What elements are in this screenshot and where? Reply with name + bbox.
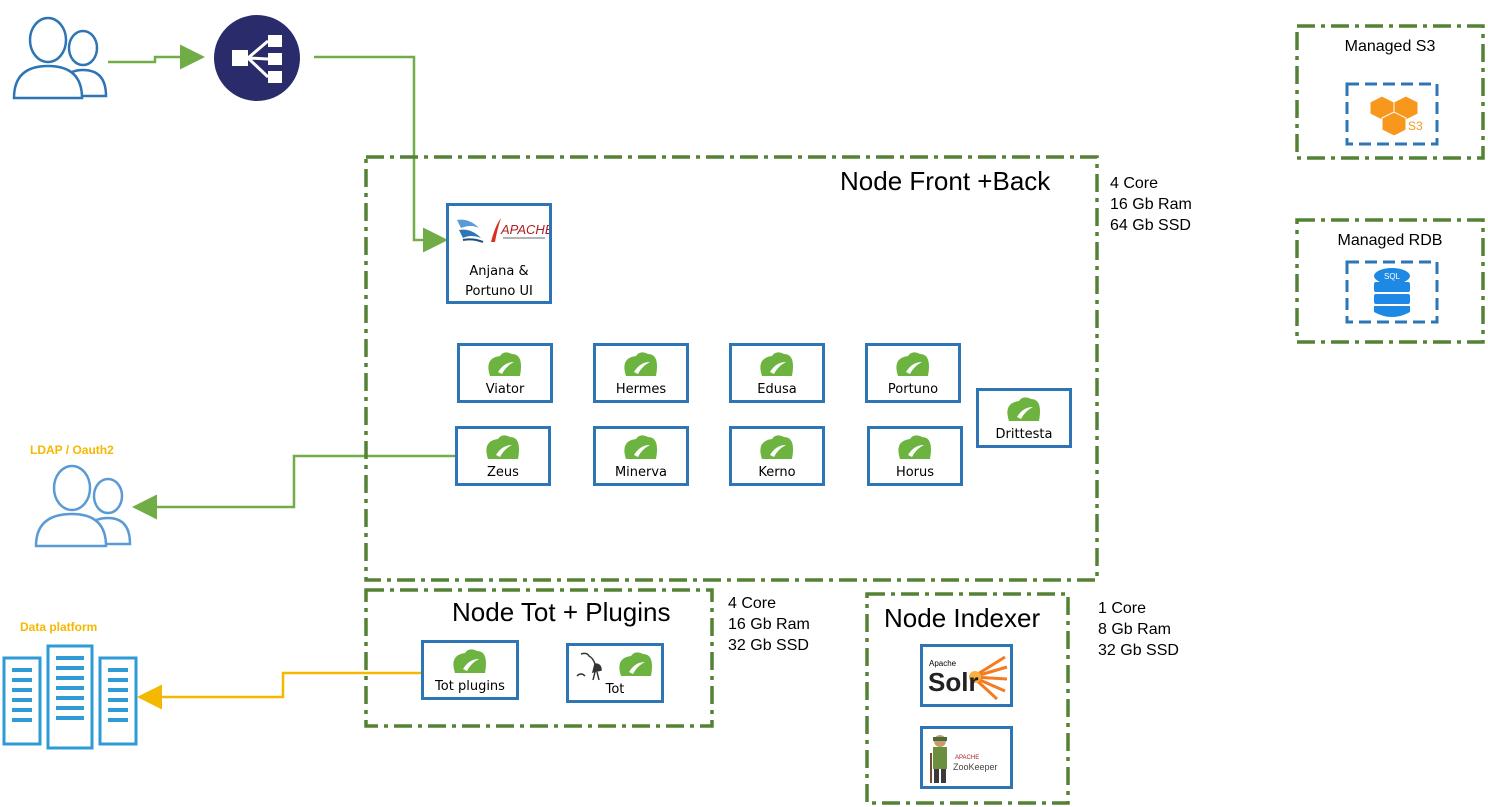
- service-label: Horus: [895, 465, 935, 480]
- spring-leaf-icon: [624, 435, 657, 459]
- node-front-back-spec: 4 Core 16 Gb Ram 64 Gb SSD: [1110, 173, 1192, 236]
- spec-core: 4 Core: [1110, 175, 1159, 192]
- apache-logo-icon: APACHE: [491, 218, 549, 242]
- solr-small-label: Apache: [929, 659, 957, 668]
- service-label: Minerva: [614, 465, 668, 480]
- apache-logo-text: APACHE: [500, 222, 549, 237]
- sql-database-icon: SQL: [1374, 268, 1410, 317]
- service-label: Tot: [605, 682, 625, 697]
- node-front-back-title: Node Front +Back: [840, 166, 1051, 196]
- spec-ssd: 32 Gb SSD: [1098, 642, 1179, 659]
- service-label: Tot plugins: [435, 679, 505, 694]
- solr-sun-icon: [969, 655, 1008, 701]
- zookeeper-keeper-icon: [930, 735, 947, 783]
- service-label: Kerno: [758, 465, 796, 480]
- ldap-users-icon: [34, 464, 132, 548]
- spec-ram: 16 Gb Ram: [1110, 196, 1192, 213]
- managed-s3-title: Managed S3: [1344, 38, 1436, 55]
- service-kerno[interactable]: Kerno: [729, 426, 825, 486]
- node-indexer-box: [865, 592, 1070, 805]
- s3-badge-text: S3: [1408, 119, 1423, 133]
- zookeeper-box[interactable]: APACHE ZooKeeper: [920, 726, 1013, 789]
- zookeeper-label: ZooKeeper: [953, 762, 998, 772]
- service-drittesta[interactable]: Drittesta: [976, 388, 1072, 448]
- service-label: Drittesta: [995, 427, 1053, 442]
- lb-to-ui-connector: [314, 55, 448, 253]
- data-platform-servers-icon: [2, 644, 138, 750]
- ui-box[interactable]: APACHE Anjana & Portuno UI: [446, 203, 552, 304]
- service-edusa[interactable]: Edusa: [729, 343, 825, 403]
- ui-label-line1: Anjana &: [469, 264, 529, 279]
- spec-core: 4 Core: [728, 595, 777, 612]
- managed-rdb-box: [1295, 218, 1485, 344]
- rdb-inner-box: [1345, 260, 1439, 324]
- users-to-lb-connector: [108, 44, 205, 70]
- service-tot[interactable]: Tot: [566, 643, 664, 703]
- zookeeper-small-label: APACHE: [955, 755, 980, 761]
- service-portuno[interactable]: Portuno: [865, 343, 961, 403]
- spring-leaf-icon: [1007, 397, 1040, 421]
- service-minerva[interactable]: Minerva: [593, 426, 689, 486]
- service-label: Portuno: [887, 382, 939, 397]
- spring-leaf-icon: [760, 435, 793, 459]
- load-balancer-icon: [214, 15, 300, 101]
- managed-rdb-title: Managed RDB: [1337, 232, 1443, 249]
- node-indexer-spec: 1 Core 8 Gb Ram 32 Gb SSD: [1098, 598, 1179, 661]
- service-horus[interactable]: Horus: [867, 426, 963, 486]
- users-icon: [12, 16, 108, 100]
- data-platform-label: Data platform: [20, 620, 98, 634]
- spring-leaf-icon: [488, 352, 521, 376]
- ldap-label: LDAP / Oauth2: [30, 443, 114, 457]
- managed-s3-box: [1295, 24, 1485, 160]
- spec-ssd: 64 Gb SSD: [1110, 217, 1191, 234]
- spec-ram: 16 Gb Ram: [728, 616, 810, 633]
- ui-label-line2: Portuno UI: [465, 284, 533, 299]
- service-label: Viator: [485, 382, 525, 397]
- ibis-icon: [576, 652, 602, 681]
- spring-leaf-icon: [896, 352, 929, 376]
- sql-badge-text: SQL: [1384, 272, 1401, 281]
- node-indexer-title: Node Indexer: [884, 603, 1041, 633]
- service-label: Hermes: [615, 382, 667, 397]
- node-front-back-box: [364, 155, 1099, 582]
- service-viator[interactable]: Viator: [457, 343, 553, 403]
- service-hermes[interactable]: Hermes: [593, 343, 689, 403]
- spring-leaf-icon: [619, 652, 652, 676]
- ui-box-label: Anjana & Portuno UI: [449, 262, 549, 302]
- apache-feather-icon: [457, 219, 484, 243]
- spring-leaf-icon: [486, 435, 519, 459]
- s3-inner-box: [1345, 82, 1439, 146]
- spec-ram: 8 Gb Ram: [1098, 621, 1171, 638]
- spring-leaf-icon: [898, 435, 931, 459]
- solr-label: Solr: [928, 667, 979, 697]
- spring-leaf-icon: [624, 352, 657, 376]
- service-zeus[interactable]: Zeus: [455, 426, 551, 486]
- service-label: Edusa: [757, 382, 797, 397]
- s3-cubes-icon: S3: [1369, 95, 1423, 137]
- spec-core: 1 Core: [1098, 600, 1147, 617]
- node-tot-plugins-spec: 4 Core 16 Gb Ram 32 Gb SSD: [728, 593, 810, 656]
- spec-ssd: 32 Gb SSD: [728, 637, 809, 654]
- node-tot-plugins-title: Node Tot + Plugins: [452, 597, 671, 627]
- service-tot-plugins[interactable]: Tot plugins: [421, 640, 519, 700]
- tot-to-dataplatform-connector: [137, 671, 421, 710]
- spring-leaf-icon: [453, 649, 486, 673]
- node-tot-plugins-box: [364, 588, 714, 728]
- solr-box[interactable]: Apache Solr: [920, 644, 1013, 707]
- service-label: Zeus: [487, 465, 519, 480]
- spring-leaf-icon: [760, 352, 793, 376]
- zeus-to-ldap-connector: [132, 454, 455, 520]
